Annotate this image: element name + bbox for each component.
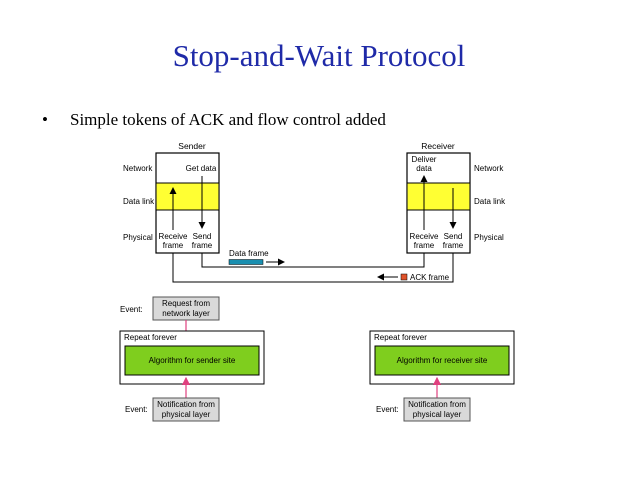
bullet-point: • Simple tokens of ACK and flow control a…: [42, 110, 386, 130]
sender-event2-l1: Notification from: [157, 400, 215, 409]
receiver-layer-physical: Physical: [474, 233, 504, 242]
sender-event1-l1: Request from: [162, 299, 210, 308]
sender-algorithm-label: Algorithm for sender site: [149, 356, 236, 365]
sender-receive-frame-l1: Receive: [159, 232, 188, 241]
sender-algorithm-box: [124, 345, 260, 376]
sender-send-frame-l1: Send: [193, 232, 212, 241]
receiver-stack: Receiver Network Data link Physical Deli…: [406, 141, 506, 254]
ack-link-line: [172, 253, 454, 283]
receiver-layer-datalink: Data link: [474, 197, 506, 206]
receiver-event2-label: Event:: [376, 405, 399, 414]
sender-event1-label: Event:: [120, 305, 143, 314]
slide-title: Stop-and-Wait Protocol: [172, 38, 466, 73]
ack-frame-label: ACK frame: [410, 273, 450, 282]
receiver-algorithm-box: [374, 345, 510, 376]
receiver-send-frame-l2: frame: [443, 241, 464, 250]
ack-frame-block: [400, 273, 408, 281]
sender-stack: Sender Network Data link Physical Get da…: [123, 141, 220, 254]
receiver-event2-l2: physical layer: [413, 410, 462, 419]
receiver-send-frame-l1: Send: [444, 232, 463, 241]
sender-heading: Sender: [178, 141, 206, 151]
sender-flow: Event: Request from network layer Repeat…: [119, 296, 265, 422]
sender-send-frame-l2: frame: [192, 241, 213, 250]
receiver-layer-network: Network: [474, 164, 504, 173]
physical-links: Data frame ACK frame: [172, 249, 454, 283]
receiver-flow: Repeat forever Algorithm for receiver si…: [369, 330, 515, 422]
data-frame-label: Data frame: [229, 249, 269, 258]
receiver-repeat-label: Repeat forever: [374, 333, 427, 342]
sender-event2-label: Event:: [125, 405, 148, 414]
sender-layer-datalink: Data link: [123, 197, 155, 206]
data-frame-block: [228, 259, 264, 265]
data-link-line: [201, 253, 425, 268]
sender-get-data: Get data: [186, 164, 217, 173]
receiver-datalink-band: [407, 183, 470, 210]
bullet-symbol: •: [42, 110, 48, 129]
receiver-event2-l1: Notification from: [408, 400, 466, 409]
sender-datalink-band: [156, 183, 219, 210]
receiver-algorithm-label: Algorithm for receiver site: [397, 356, 488, 365]
sender-layer-physical: Physical: [123, 233, 153, 242]
receiver-receive-frame-l2: frame: [414, 241, 435, 250]
receiver-deliver-data-l1: Deliver: [412, 155, 437, 164]
receiver-notification-event-box: [403, 397, 471, 422]
receiver-heading: Receiver: [421, 141, 455, 151]
sender-notification-event-box: [152, 397, 220, 422]
sender-event1-l2: network layer: [162, 309, 210, 318]
receiver-receive-frame-l1: Receive: [410, 232, 439, 241]
sender-layer-network: Network: [123, 164, 153, 173]
bullet-text: Simple tokens of ACK and flow control ad…: [70, 110, 386, 129]
receiver-deliver-data-l2: data: [416, 164, 432, 173]
sender-event2-l2: physical layer: [162, 410, 211, 419]
sender-receive-frame-l2: frame: [163, 241, 184, 250]
sender-repeat-label: Repeat forever: [124, 333, 177, 342]
